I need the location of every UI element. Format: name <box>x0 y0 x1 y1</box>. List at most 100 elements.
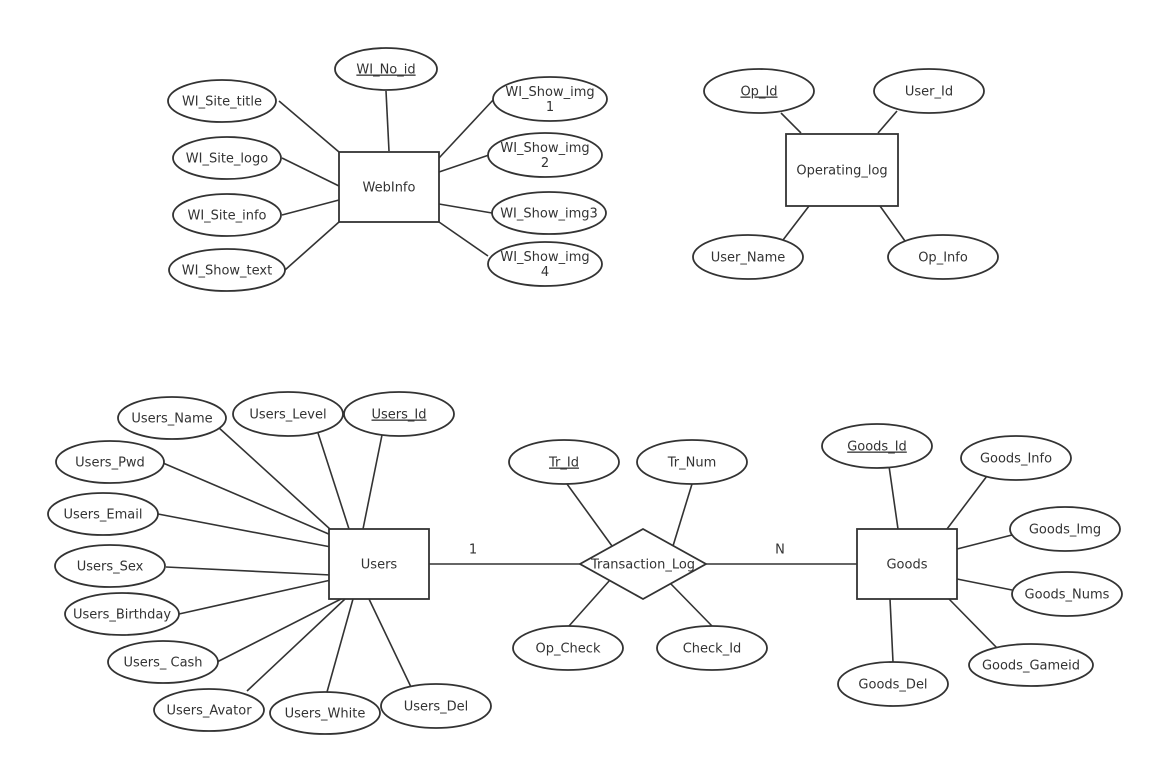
attribute-line-wi_site_title <box>278 100 340 153</box>
attribute-ellipse <box>47 492 159 536</box>
attribute-ellipse <box>512 625 624 671</box>
diagram-nodes: WI_No_idWI_Site_titleWI_Site_logoWI_Site… <box>47 47 1123 735</box>
cardinality-trlog-goods: N <box>775 543 785 558</box>
attribute-ellipse <box>380 683 492 729</box>
attribute-ellipse <box>887 234 999 280</box>
attribute-line-users_sex <box>165 566 332 576</box>
attribute-wi_show_img3: WI_Show_img3 <box>491 191 607 235</box>
attribute-line-users_id <box>362 434 383 530</box>
attribute-ellipse <box>269 691 381 735</box>
attribute-label: Users_Pwd <box>75 456 145 471</box>
entity-box <box>785 133 899 207</box>
attribute-check_id: Check_Id <box>656 625 768 671</box>
attribute-wi_show_text: WI_Show_text <box>168 248 286 292</box>
attribute-op_info: Op_Info <box>887 234 999 280</box>
attribute-ellipse <box>968 643 1094 687</box>
attribute-line-check_id <box>669 582 713 627</box>
attribute-tr_num: Tr_Num <box>636 439 748 485</box>
attribute-users_del: Users_Del <box>380 683 492 729</box>
entity-box <box>328 528 430 600</box>
attribute-label: Goods_Info <box>980 452 1052 467</box>
entity-webinfo: WebInfo <box>338 151 440 223</box>
attribute-line-users_avator <box>246 598 346 692</box>
cardinality-users-trlog: 1 <box>469 543 477 558</box>
attribute-ellipse <box>492 76 608 122</box>
entity-users: Users <box>328 528 430 600</box>
attribute-label: Check_Id <box>683 642 742 657</box>
attribute-label: Goods_Gameid <box>982 659 1080 674</box>
attribute-ellipse <box>1009 506 1121 552</box>
attribute-label: Goods_Id <box>847 440 907 455</box>
attribute-label: Users_Level <box>249 408 326 423</box>
attribute-label: Users_ Cash <box>123 656 202 671</box>
attribute-user_id: User_Id <box>873 68 985 114</box>
attribute-ellipse <box>703 68 815 114</box>
attribute-label: Op_Info <box>918 251 968 266</box>
attribute-line-wi_site_info <box>281 199 340 216</box>
attribute-wi_no_id: WI_No_id <box>334 47 438 91</box>
attribute-label: WI_Site_logo <box>186 152 268 167</box>
attribute-ellipse <box>491 191 607 235</box>
attribute-line-goods_img <box>956 534 1013 550</box>
attribute-ellipse <box>168 248 286 292</box>
attribute-line-users_name <box>217 426 332 531</box>
attribute-line-wi_show_img3 <box>438 203 493 214</box>
attribute-line-wi_show_img2 <box>438 154 490 173</box>
attribute-label: WI_Site_info <box>187 209 266 224</box>
attribute-ellipse <box>55 440 165 484</box>
attribute-line-users_level <box>317 432 350 530</box>
attribute-ellipse <box>656 625 768 671</box>
attribute-goods_nums: Goods_Nums <box>1011 571 1123 617</box>
entity-box <box>338 151 440 223</box>
attribute-ellipse <box>153 688 265 732</box>
relationship-diamond <box>578 527 708 601</box>
connector-lines <box>157 90 1013 693</box>
attribute-goods_info: Goods_Info <box>960 435 1072 481</box>
relationship-trlog: Transaction_Log <box>578 527 708 601</box>
relationship-label: Transaction_Log <box>590 558 695 573</box>
attribute-wi_site_logo: WI_Site_logo <box>172 136 282 180</box>
attribute-line-wi_no_id <box>385 90 390 152</box>
entity-oplog: Operating_log <box>785 133 899 207</box>
attribute-label: Users_Name <box>131 412 212 427</box>
attribute-label: WI_Site_title <box>182 95 262 110</box>
attribute-users_email: Users_Email <box>47 492 159 536</box>
attribute-ellipse <box>334 47 438 91</box>
attribute-line-goods_nums <box>956 578 1013 591</box>
attribute-line-goods_gameid <box>948 598 1000 651</box>
attribute-users_avator: Users_Avator <box>153 688 265 732</box>
attribute-users_sex: Users_Sex <box>54 544 166 588</box>
attribute-tr_id: Tr_Id <box>508 439 620 485</box>
attribute-user_name: User_Name <box>692 234 804 280</box>
attribute-ellipse <box>343 391 455 437</box>
attribute-op_check: Op_Check <box>512 625 624 671</box>
attribute-users_level: Users_Level <box>232 391 344 437</box>
attribute-line-wi_show_img4 <box>438 221 489 257</box>
attribute-goods_gameid: Goods_Gameid <box>968 643 1094 687</box>
attribute-ellipse <box>960 435 1072 481</box>
attribute-ellipse <box>692 234 804 280</box>
entity-label: Goods <box>886 558 927 573</box>
attribute-line-users_birthday <box>178 579 332 615</box>
attribute-ellipse <box>117 396 227 440</box>
entity-box <box>856 528 958 600</box>
attribute-ellipse <box>107 640 219 684</box>
attribute-line-op_info <box>879 205 906 242</box>
attribute-line-tr_id <box>566 483 613 547</box>
attribute-label: Users_Avator <box>166 704 252 719</box>
attribute-ellipse <box>172 136 282 180</box>
attribute-line-users_white <box>326 598 354 693</box>
attribute-label: Tr_Id <box>548 456 579 471</box>
attribute-label: Users_Birthday <box>73 608 171 623</box>
attribute-ellipse <box>821 423 933 469</box>
attribute-label: Users_Del <box>404 700 469 715</box>
attribute-ellipse <box>232 391 344 437</box>
attribute-label: Users_White <box>285 707 366 722</box>
attribute-line-tr_num <box>672 483 693 547</box>
attribute-ellipse <box>167 79 277 123</box>
